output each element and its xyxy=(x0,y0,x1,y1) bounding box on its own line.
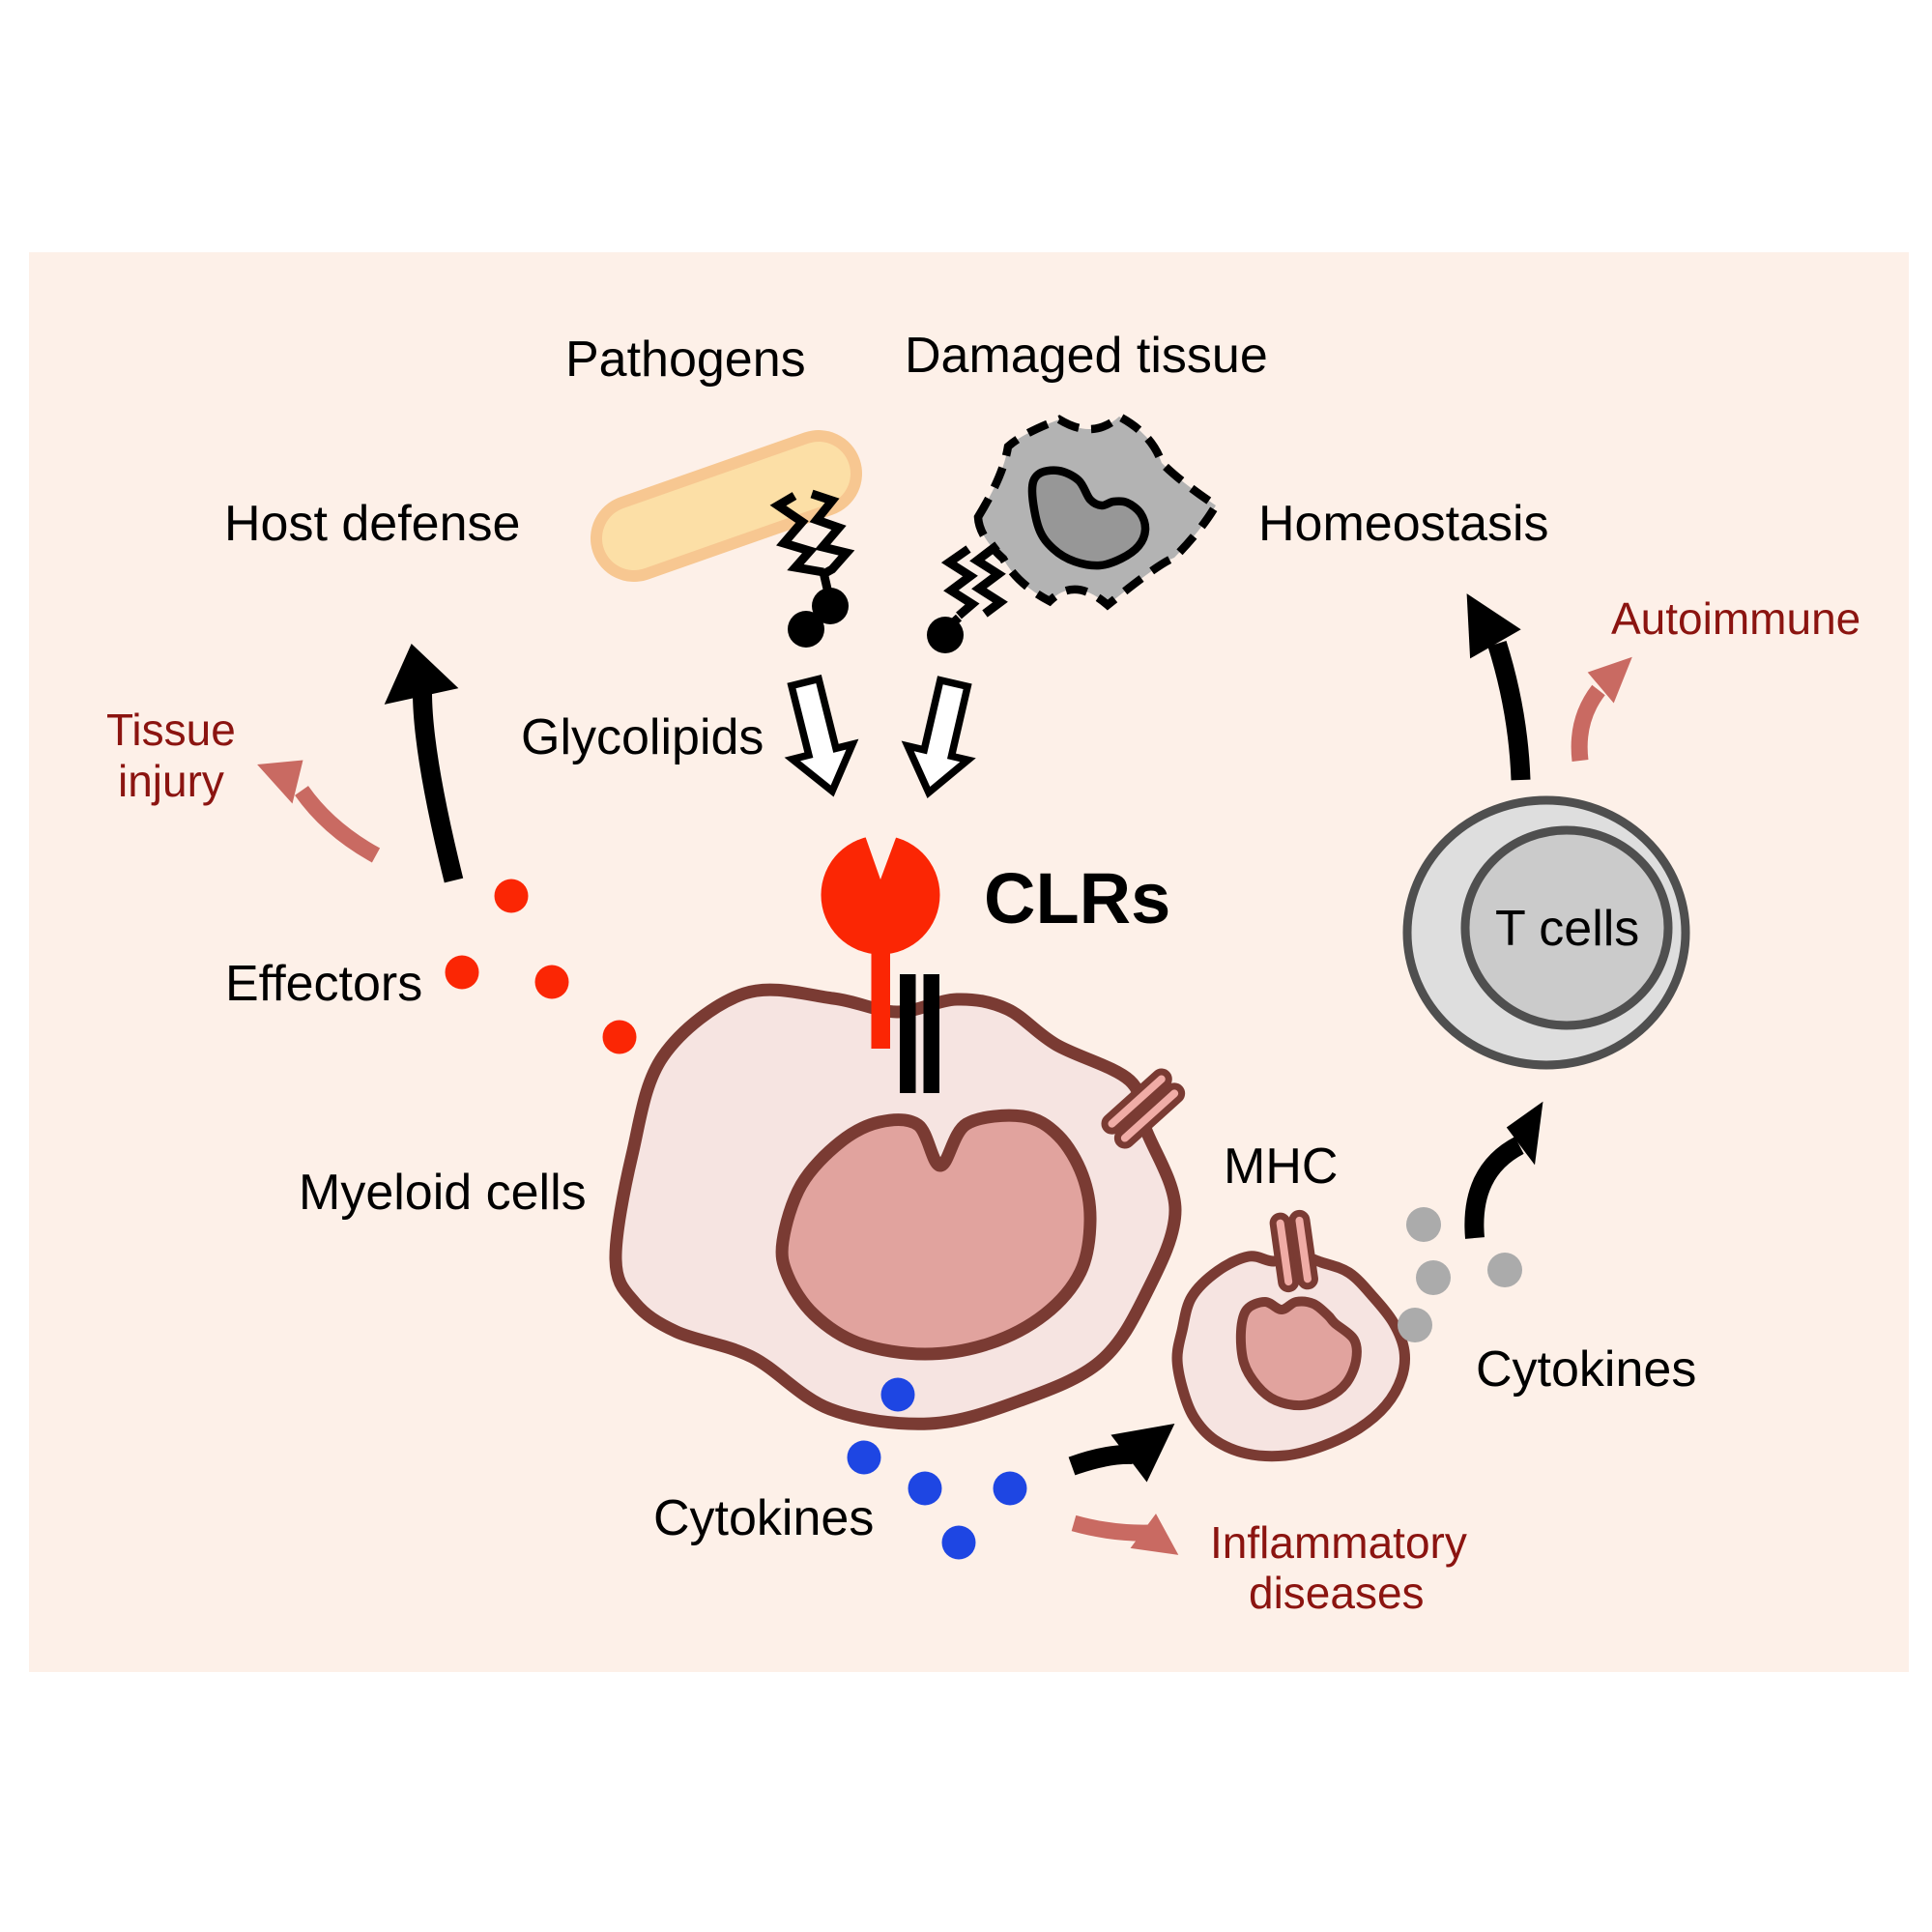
svg-text:Autoimmune: Autoimmune xyxy=(1611,593,1860,644)
svg-text:injury: injury xyxy=(118,756,224,806)
svg-text:Glycolipids: Glycolipids xyxy=(521,709,764,765)
svg-text:diseases: diseases xyxy=(1249,1568,1425,1618)
svg-text:Damaged tissue: Damaged tissue xyxy=(905,328,1268,384)
svg-text:Myeloid cells: Myeloid cells xyxy=(299,1165,587,1221)
svg-text:Cytokines: Cytokines xyxy=(653,1490,874,1546)
svg-text:MHC: MHC xyxy=(1224,1139,1338,1195)
svg-text:Homeostasis: Homeostasis xyxy=(1258,496,1549,552)
svg-text:CLRs: CLRs xyxy=(984,858,1170,938)
svg-text:Effectors: Effectors xyxy=(225,956,422,1012)
svg-text:Inflammatory: Inflammatory xyxy=(1210,1517,1467,1568)
svg-text:T cells: T cells xyxy=(1495,901,1639,957)
svg-text:Pathogens: Pathogens xyxy=(565,332,806,388)
svg-text:Cytokines: Cytokines xyxy=(1476,1341,1696,1398)
svg-text:Host defense: Host defense xyxy=(224,496,520,552)
svg-text:Tissue: Tissue xyxy=(106,705,236,755)
